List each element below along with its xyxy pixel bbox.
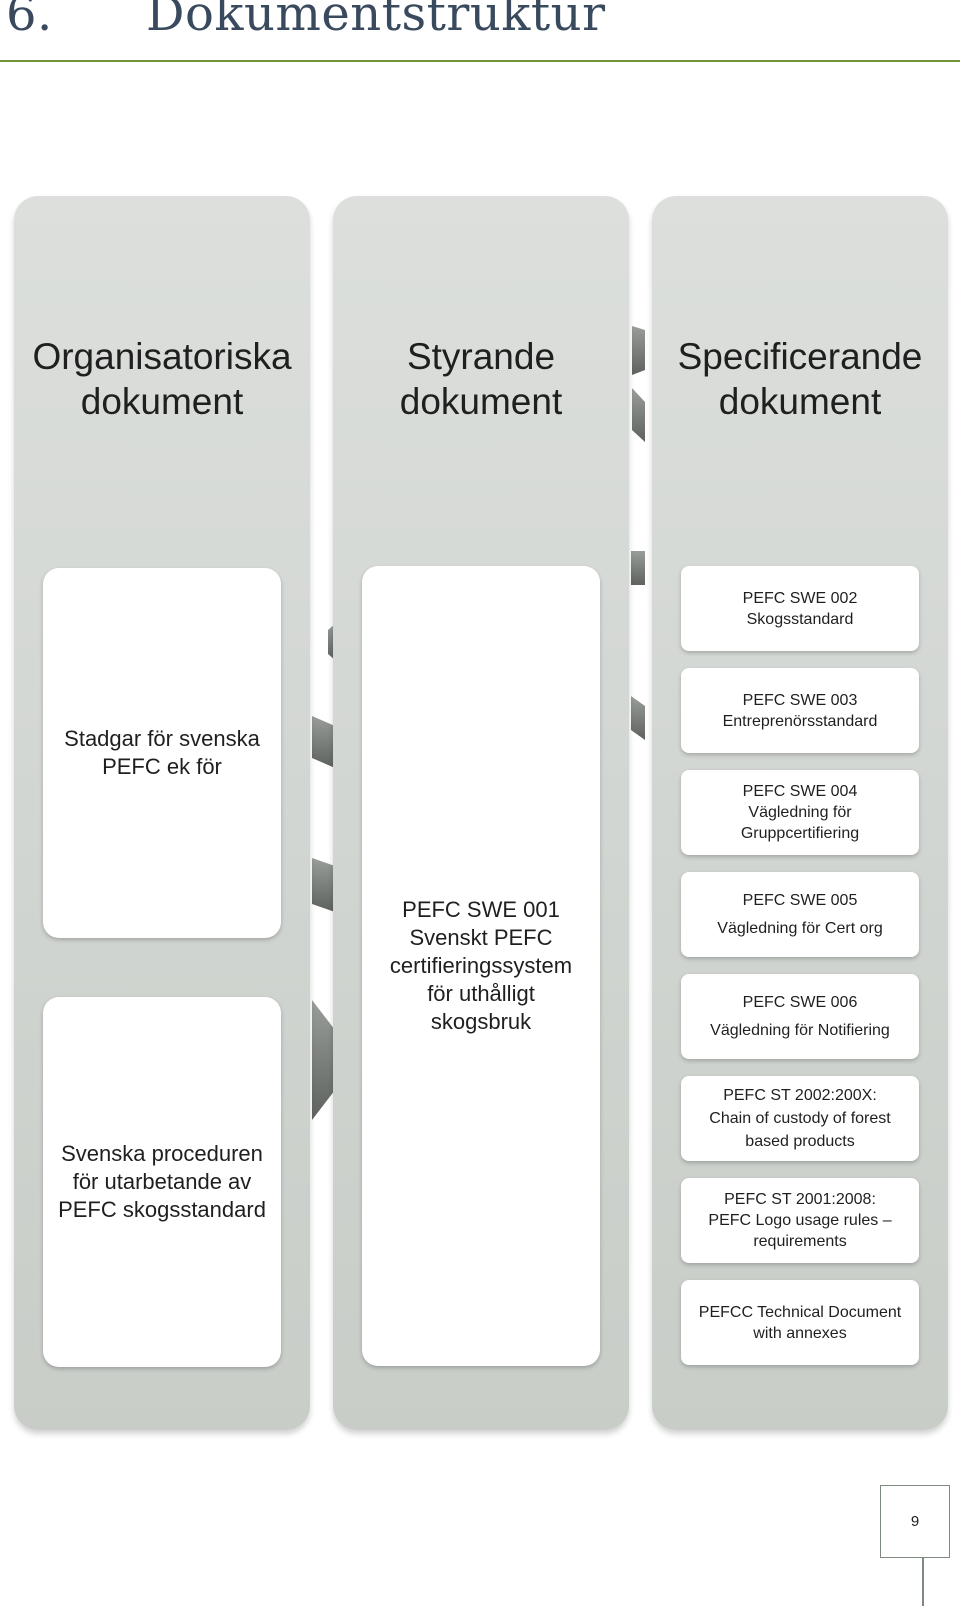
- column-title-organisational: Organisatoriska dokument: [32, 336, 292, 422]
- connector-stubs-right: [631, 551, 645, 740]
- heading-rule: [0, 60, 960, 62]
- page-number: 9: [880, 1485, 950, 1558]
- section-title: Dokumentstruktur: [146, 0, 606, 42]
- column-governing: Styrande dokument PEFC SWE 001 Svenskt P…: [333, 196, 629, 1430]
- doc-standard-procedure: Svenska proceduren för utarbetande av PE…: [43, 997, 281, 1367]
- column-title-governing: Styrande dokument: [399, 336, 563, 422]
- column-organisational: Organisatoriska dokument Stadgar för sve…: [14, 196, 310, 1430]
- connector-stubs-left: [312, 624, 335, 1120]
- doc-pefc-st-2001: PEFC ST 2001:2008: PEFC Logo usage rules…: [681, 1178, 919, 1263]
- section-heading: 6. Dokumentstruktur: [6, 0, 606, 42]
- doc-statutes: Stadgar för svenska PEFC ek för: [43, 568, 281, 938]
- doc-pefc-swe-002: PEFC SWE 002 Skogsstandard: [681, 566, 919, 651]
- doc-pefc-swe-004: PEFC SWE 004 Vägledning för Gruppcertifi…: [681, 770, 919, 855]
- doc-pefc-swe-005: PEFC SWE 005 Vägledning för Cert org: [681, 872, 919, 957]
- doc-pefc-swe-003: PEFC SWE 003 Entreprenörsstandard: [681, 668, 919, 753]
- doc-pefc-st-2002: PEFC ST 2002:200X: Chain of custody of f…: [681, 1076, 919, 1161]
- doc-pefc-swe-006: PEFC SWE 006 Vägledning för Notifiering: [681, 974, 919, 1059]
- column-title-specifying: Specificerande dokument: [677, 336, 923, 422]
- doc-pefcc-technical: PEFCC Technical Document with annexes: [681, 1280, 919, 1365]
- header-chevron: [632, 326, 645, 442]
- column-specifying: Specificerande dokument PEFC SWE 002 Sko…: [652, 196, 948, 1430]
- section-number: 6.: [6, 0, 53, 42]
- page-number-line: [922, 1558, 924, 1606]
- doc-pefc-swe-001: PEFC SWE 001 Svenskt PEFC certifieringss…: [362, 566, 600, 1366]
